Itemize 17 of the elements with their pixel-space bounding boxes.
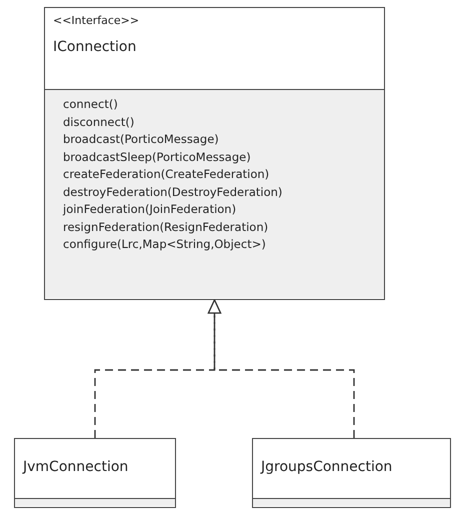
class-name: JvmConnection xyxy=(23,459,130,475)
method-signature: joinFederation(JoinFederation) xyxy=(63,201,238,218)
stereotype-label: <<Interface>> xyxy=(53,14,140,27)
method-signature: disconnect() xyxy=(63,114,136,130)
method-signature: broadcast(PorticoMessage) xyxy=(63,131,220,148)
method-signature: resignFederation(ResignFederation) xyxy=(63,218,270,236)
method-signature: createFederation(CreateFederation) xyxy=(63,166,270,183)
class-name: IConnection xyxy=(53,39,138,55)
method-signature: configure(Lrc,Map<String,Object>) xyxy=(63,236,267,253)
realization-arrow xyxy=(208,299,355,438)
class-box xyxy=(252,438,451,508)
method-signature: broadcastSleep(PorticoMessage) xyxy=(63,148,252,166)
class-box xyxy=(44,7,385,300)
method-signature: connect() xyxy=(63,96,119,113)
class-name: JgroupsConnection xyxy=(261,459,394,475)
method-signature: destroyFederation(DestroyFederation) xyxy=(63,184,284,200)
class-box xyxy=(14,438,176,508)
